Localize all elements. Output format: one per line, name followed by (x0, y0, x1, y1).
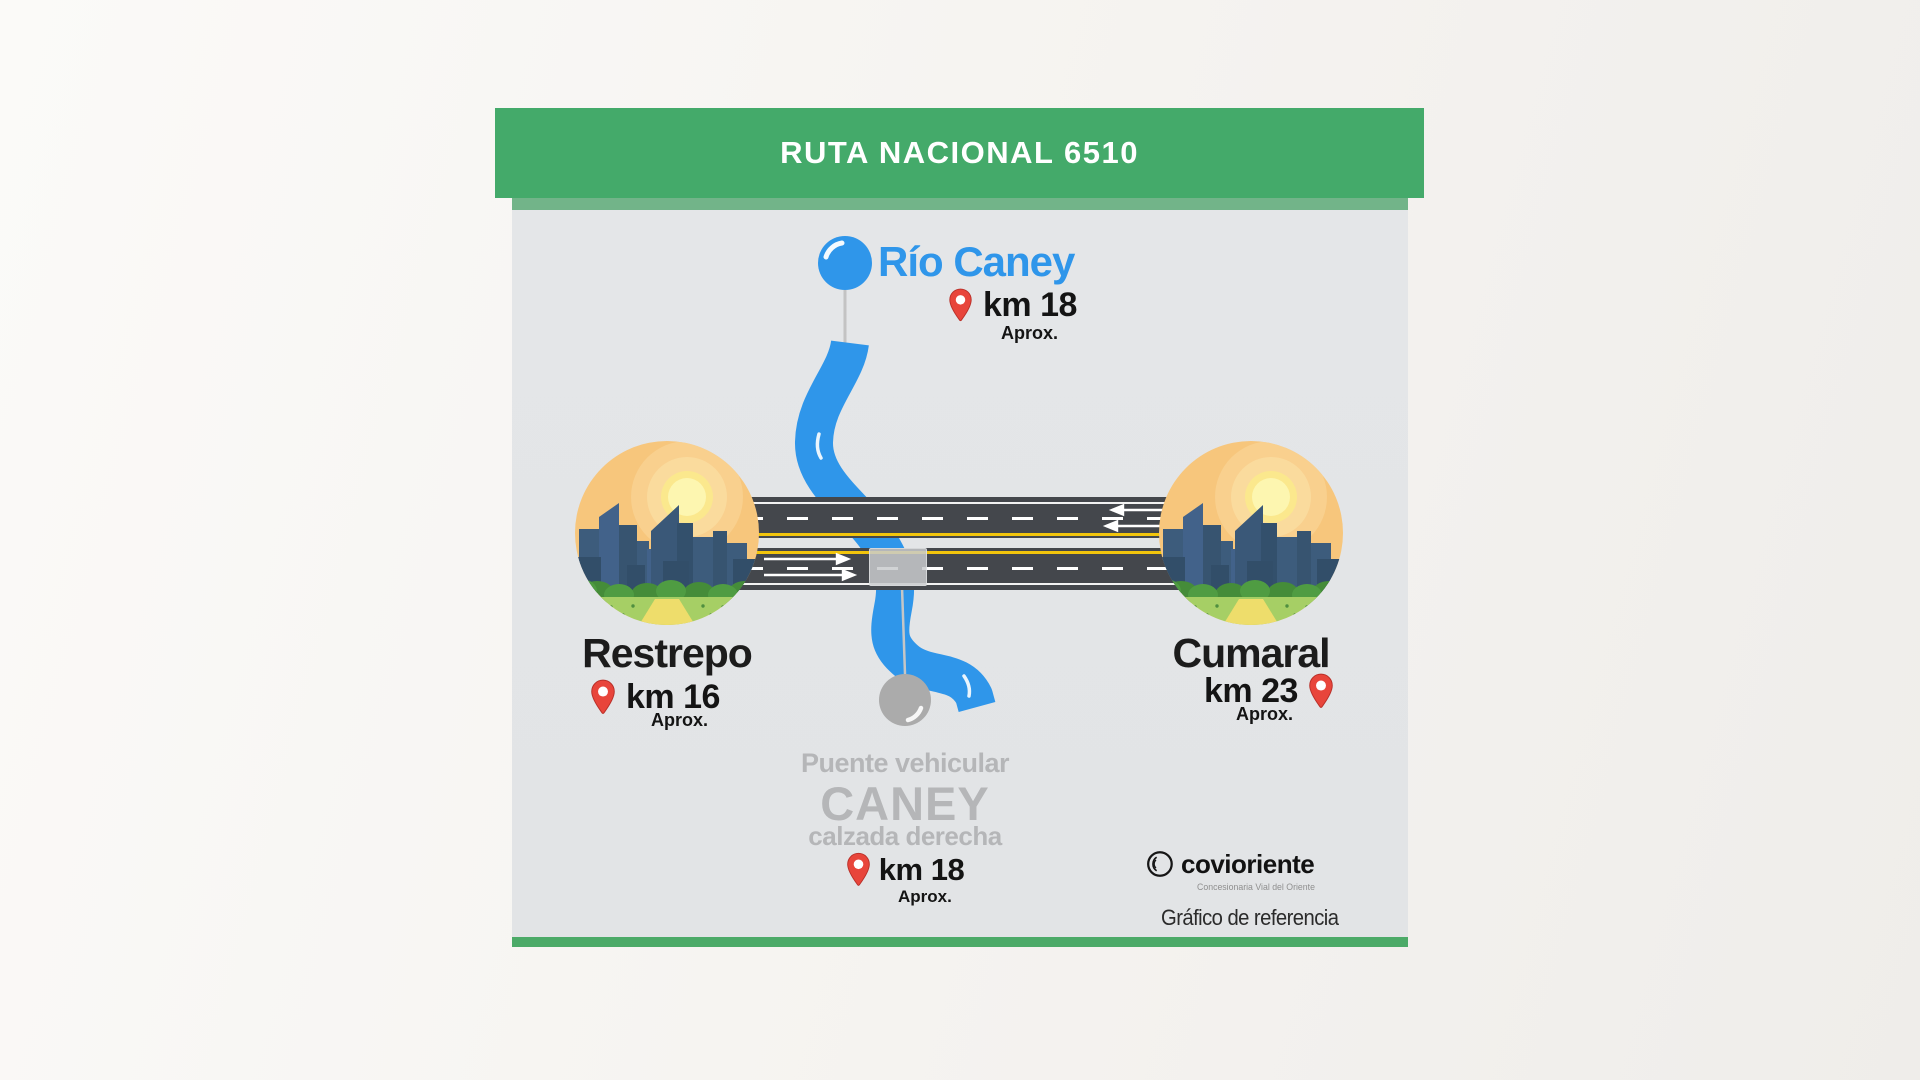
river-marker-highlight (823, 240, 845, 260)
road-yellow-line (652, 551, 1264, 554)
footer-accent-bar (512, 937, 1408, 947)
brand-name-label: covioriente (1181, 848, 1315, 879)
bridge-overlay (869, 548, 927, 586)
city-illustration-restrepo (575, 441, 759, 625)
cumaral-km-label: km 23 (1204, 672, 1298, 710)
cumaral-km-row: km 23 (1204, 672, 1334, 711)
brand-logo-row: covioriente (1143, 848, 1315, 880)
header-bar: RUTA NACIONAL 6510 (495, 108, 1424, 198)
brand-subtitle-label: Concesionaria Vial del Oriente (1197, 882, 1315, 893)
location-pin-icon (590, 679, 616, 716)
lane-dash-line (652, 517, 1264, 520)
city-name-cumaral: Cumaral (1172, 630, 1330, 676)
river-marker-dot (818, 236, 872, 290)
bridge-marker-dot (879, 674, 931, 726)
location-pin-icon (948, 288, 973, 323)
content-area: Río Caney km 18 Aprox. Restrepo km 16 Ap… (512, 210, 1408, 937)
river-name-label: Río Caney (878, 238, 1075, 285)
road-edge-line (652, 583, 1264, 585)
bridge-marker-line (900, 586, 907, 675)
city-name-restrepo: Restrepo (582, 630, 753, 676)
city-illustration-cumaral (1159, 441, 1343, 625)
bridge-label-line2: CANEY (820, 777, 990, 830)
road-edge-line (652, 502, 1264, 504)
bridge-aprox-label: Aprox. (898, 887, 952, 906)
location-pin-icon (846, 852, 871, 888)
reference-note-label: Gráfico de referencia (1161, 905, 1339, 930)
river-km-label: km 18 (983, 286, 1077, 324)
river-aprox-label: Aprox. (1001, 323, 1059, 343)
covioriente-logo-icon (1147, 851, 1173, 877)
bridge-km-label: km 18 (878, 852, 965, 887)
page-title: RUTA NACIONAL 6510 (780, 135, 1139, 170)
restrepo-km-label: km 16 (626, 678, 720, 716)
river-km-row: km 18 (948, 286, 1077, 325)
road-yellow-line (652, 533, 1264, 536)
river-highlight-upper (815, 432, 823, 460)
location-pin-icon (1308, 673, 1334, 710)
bridge-km-row: km 18 (755, 852, 1055, 888)
header-accent-strip (512, 198, 1408, 210)
restrepo-km-row: km 16 (590, 678, 720, 717)
river-highlight-lower (962, 674, 972, 698)
bridge-label-line3: calzada derecha (808, 821, 1002, 851)
bridge-marker-highlight (905, 705, 924, 723)
traffic-direction-arrows (764, 503, 1185, 582)
bridge-label-line1: Puente vehicular (800, 748, 1010, 778)
cumaral-aprox-label: Aprox. (1236, 704, 1294, 724)
restrepo-aprox-label: Aprox. (651, 710, 709, 730)
lane-dash-line (652, 567, 1264, 570)
